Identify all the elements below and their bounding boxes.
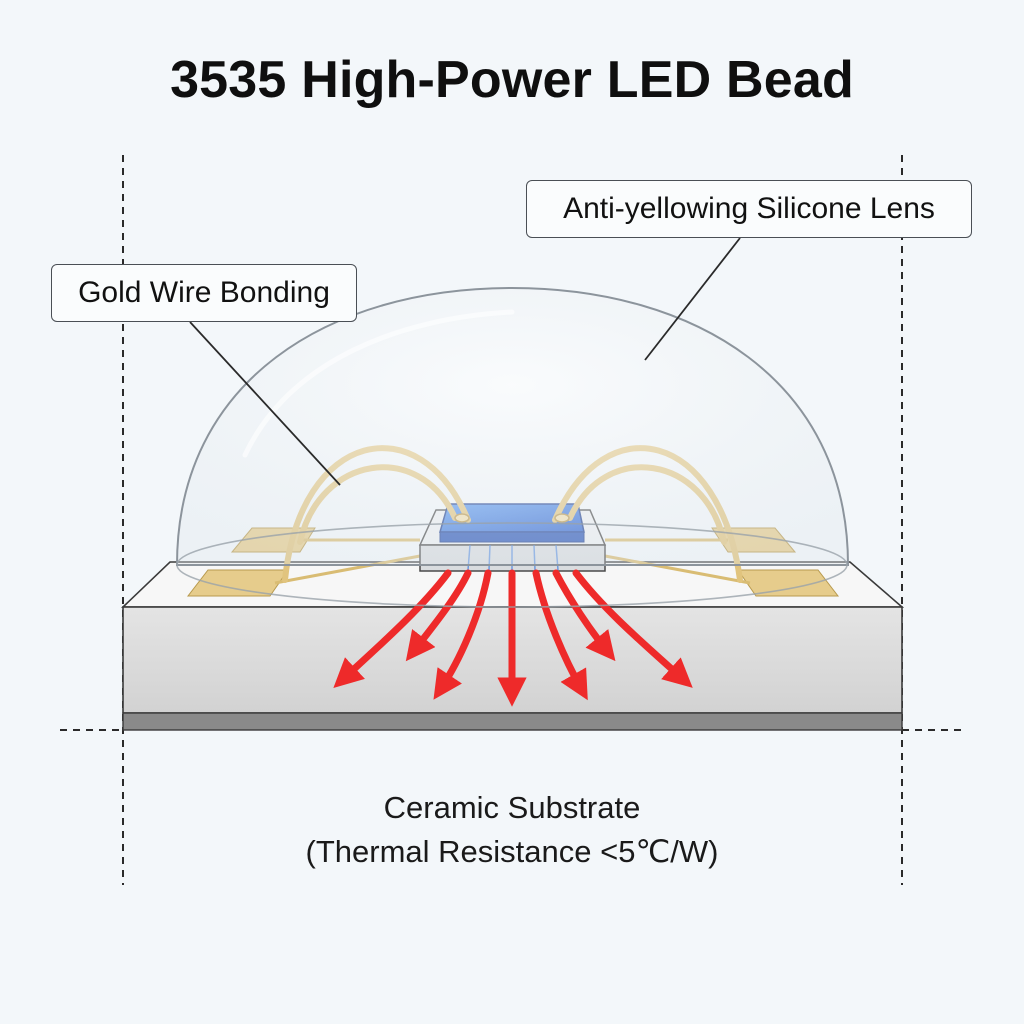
pad-right-front <box>737 569 840 597</box>
heat-arrow-7 <box>572 569 693 688</box>
lens-leader-line <box>644 237 741 361</box>
substrate-base-layer <box>122 712 903 731</box>
lens-callout-label: Anti-yellowing Silicone Lens <box>526 180 972 238</box>
heat-arrow-2 <box>405 569 472 662</box>
wire-bonding-callout-label: Gold Wire Bonding <box>51 264 357 322</box>
pad-left-front <box>186 569 289 597</box>
heat-arrow-3 <box>433 569 492 700</box>
wire-leader-line <box>189 321 341 486</box>
lens-base-ellipse <box>176 522 848 608</box>
thermal-resistance-caption: (Thermal Resistance <5℃/W) <box>305 834 719 869</box>
silicone-lens <box>175 286 850 608</box>
heat-flow-arrows <box>333 569 693 707</box>
heat-arrow-6 <box>552 569 616 662</box>
heat-arrow-1 <box>333 569 452 688</box>
callout-leaders <box>189 237 741 486</box>
substrate-caption: Ceramic Substrate <box>383 790 641 825</box>
page-title: 3535 High-Power LED Bead <box>170 51 854 109</box>
heat-arrow-5 <box>532 569 588 701</box>
lens-highlight <box>242 309 515 458</box>
